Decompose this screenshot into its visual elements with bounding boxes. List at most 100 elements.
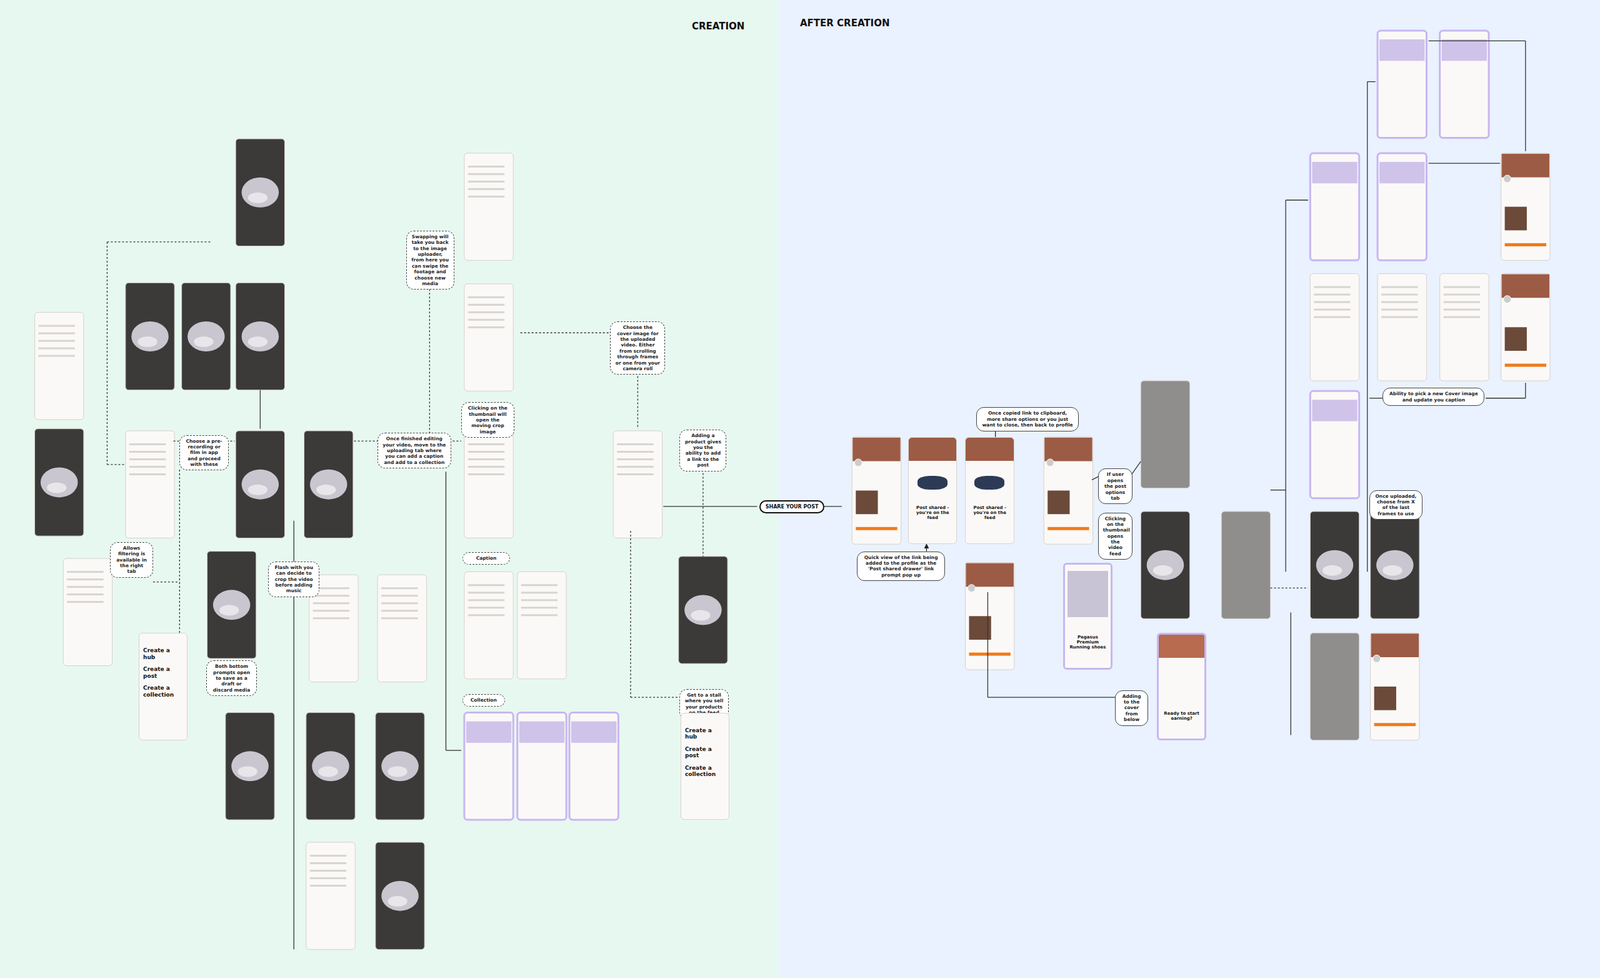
- callout-text: Swapping will take you back to the image…: [411, 233, 450, 287]
- shoe-image: [241, 321, 280, 352]
- text-line: [38, 347, 75, 350]
- screen-text: Ready to start earning?: [1162, 710, 1200, 721]
- shoe-image: [1316, 550, 1354, 580]
- callout-text: Ability to pick a new Cover image and up…: [1387, 390, 1480, 403]
- product-image: [1067, 570, 1108, 617]
- header-block: [466, 721, 512, 743]
- callout-text: Both bottom prompts open to save as a dr…: [211, 663, 253, 693]
- text-line: [468, 598, 505, 601]
- callout-text: Adding to the cover from below: [1120, 693, 1143, 723]
- annotation-callout: Allows filtering is available in the rig…: [110, 541, 154, 578]
- flow-line: [987, 591, 989, 697]
- callout-text: Flash with you can decide to crop the vi…: [273, 564, 315, 594]
- flow-line: [153, 581, 180, 582]
- text-line: [468, 606, 505, 609]
- text-line: [521, 598, 558, 601]
- callout-text: Clicking on the thumbnail opens the vide…: [1103, 515, 1129, 557]
- callout-text: Clicking on the thumbnail will open the …: [466, 405, 510, 435]
- text-line: [129, 465, 166, 468]
- text-line: [1443, 286, 1480, 289]
- post-thumbnail: [855, 490, 878, 514]
- phone-screen: [464, 153, 514, 260]
- phone-screen: [125, 282, 175, 390]
- flow-line: [260, 390, 261, 429]
- text-line: [468, 473, 505, 475]
- shoe-image: [131, 321, 169, 352]
- flow-line: [354, 440, 380, 442]
- flow-line: [1285, 200, 1286, 572]
- header-block: [1379, 39, 1425, 61]
- callout-text: Once finished editing your video, move t…: [382, 435, 447, 465]
- annotation-callout: Adding to the cover from below: [1115, 690, 1148, 726]
- header-block: [1379, 161, 1425, 184]
- text-line: [381, 616, 418, 619]
- phone-screen: Post shared - you're on the feed: [965, 436, 1014, 544]
- text-line: [129, 443, 166, 445]
- flow-line: [106, 241, 212, 242]
- shoe-image: [1322, 565, 1342, 576]
- callout-text: Once copied link to clipboard, more shar…: [981, 410, 1074, 428]
- shoe-image: [690, 610, 710, 621]
- text-line: [1443, 308, 1480, 311]
- text-line: [616, 458, 654, 460]
- connector: [926, 543, 927, 551]
- phone-screen: [63, 558, 112, 665]
- phone-screen: [377, 574, 427, 682]
- annotation-callout: Collection: [462, 693, 506, 706]
- annotation-callout: Once copied link to clipboard, more shar…: [976, 406, 1079, 431]
- screen-text: Post shared - you're on the feed: [912, 505, 953, 520]
- flow-line: [106, 241, 108, 465]
- flow-line: [1428, 40, 1526, 42]
- shoe-image: [387, 895, 407, 907]
- text-line: [468, 173, 505, 175]
- text-line: [381, 609, 418, 612]
- text-line: [1381, 301, 1418, 304]
- cta-bar: [968, 652, 1010, 656]
- shoe-image: [318, 765, 338, 777]
- shoe-image: [46, 481, 67, 493]
- flow-line: [1369, 397, 1383, 399]
- header-block: [571, 721, 617, 743]
- avatar: [1503, 295, 1512, 304]
- text-line: [381, 586, 418, 589]
- phone-screen: [304, 430, 354, 538]
- phone-screen: [225, 712, 275, 820]
- phone-screen: [375, 841, 425, 949]
- callout-text: Get to a stall where you sell your produ…: [684, 691, 724, 716]
- annotation-callout: Once uploaded, choose from X of the last…: [1369, 490, 1423, 520]
- avatar: [967, 584, 975, 592]
- text-line: [1313, 286, 1350, 289]
- phone-screen: [1377, 30, 1427, 138]
- shoe-image: [241, 469, 280, 500]
- phone-screen: Post shared - you're on the feed: [908, 436, 957, 544]
- screen-text: Create a post: [685, 745, 725, 759]
- flow-line: [1428, 163, 1500, 164]
- text-line: [38, 332, 75, 335]
- text-line: [1313, 301, 1350, 304]
- shoe-image: [381, 880, 419, 911]
- flow-line: [106, 463, 125, 465]
- shoe-image: [241, 177, 280, 208]
- text-line: [468, 180, 505, 183]
- text-line: [310, 869, 347, 872]
- phone-screen: [678, 556, 728, 664]
- flow-line: [445, 471, 447, 750]
- phone-screen: [1377, 153, 1427, 260]
- text-line: [468, 443, 505, 445]
- annotation-callout: Once finished editing your video, move t…: [377, 432, 452, 469]
- cover-image: [1501, 153, 1550, 178]
- cta-bar: [1374, 722, 1416, 726]
- screen-text: Pegasus Premium Running shoes: [1068, 634, 1107, 650]
- text-line: [310, 854, 347, 857]
- header-block: [1441, 39, 1487, 61]
- text-line: [616, 473, 654, 475]
- phone-screen: Ready to start earning?: [1156, 632, 1206, 740]
- cover-image: [1501, 274, 1550, 299]
- text-line: [38, 340, 75, 342]
- post-thumbnail: [1374, 686, 1397, 710]
- annotation-callout: Swapping will take you back to the image…: [406, 230, 455, 290]
- phone-screen: [464, 430, 514, 538]
- text-line: [468, 303, 505, 306]
- annotation-callout: Caption: [462, 551, 511, 564]
- phone-screen: [306, 712, 355, 820]
